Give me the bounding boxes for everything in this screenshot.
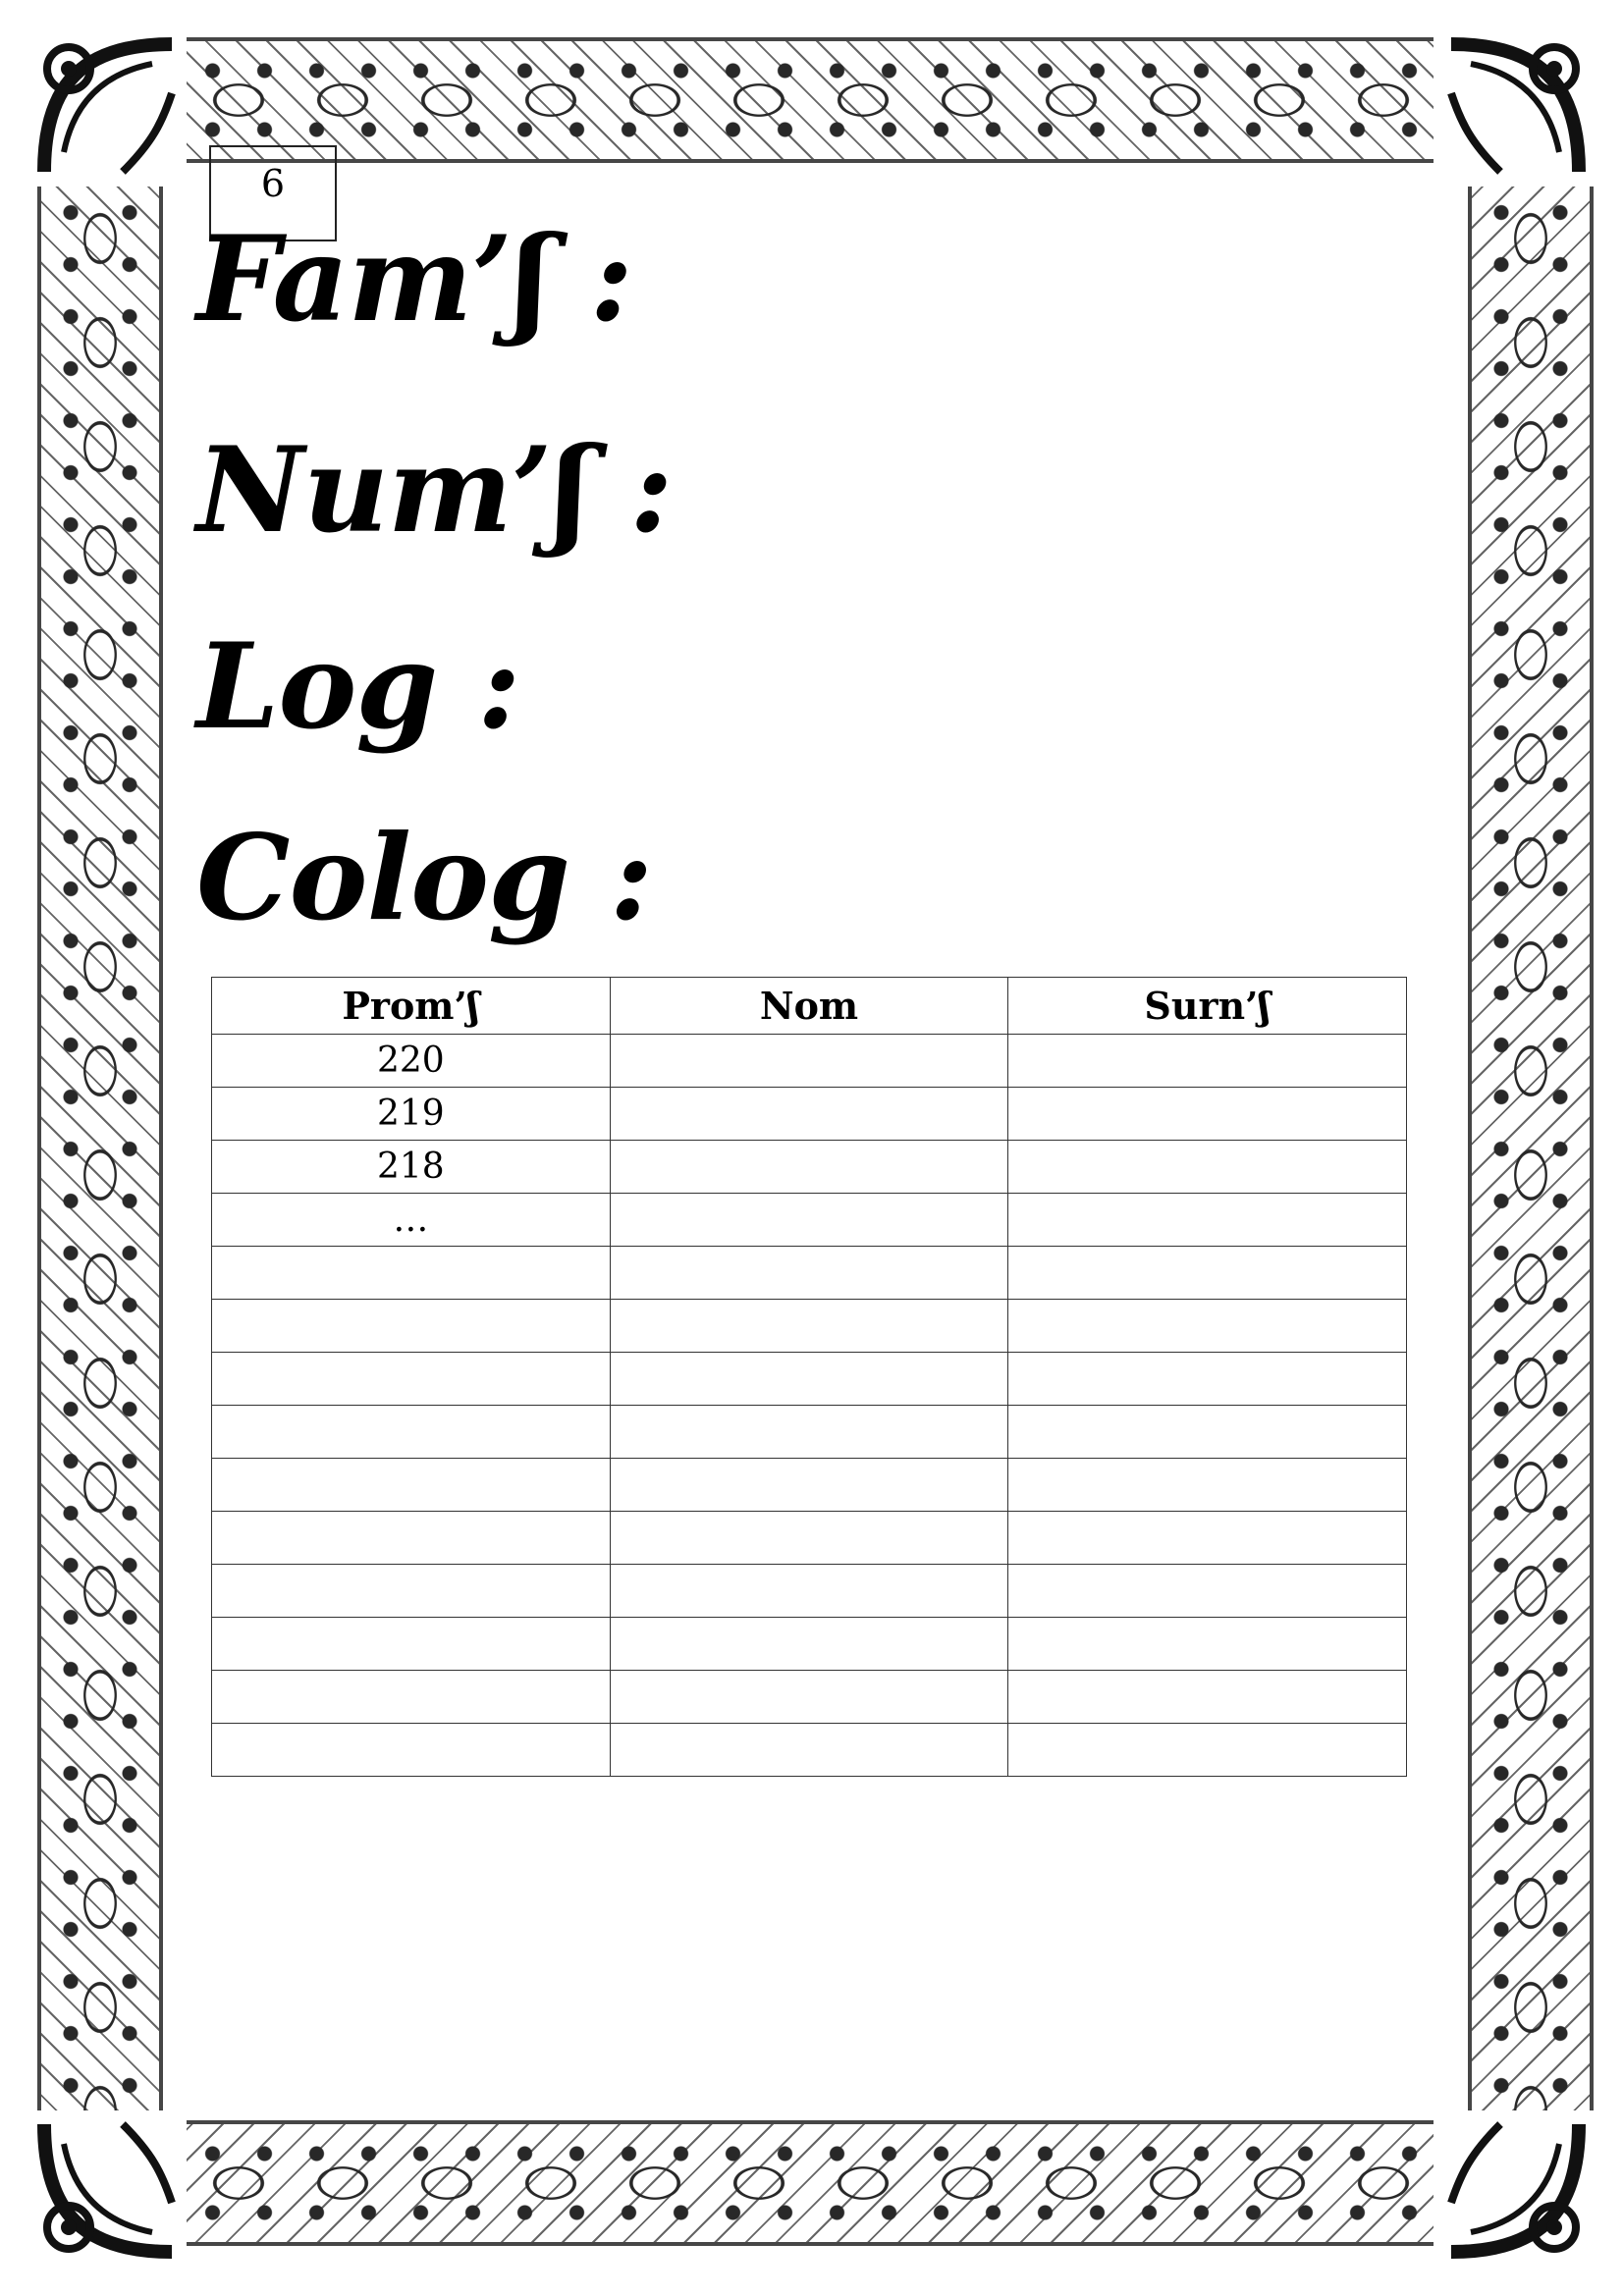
table-row	[211, 1617, 1407, 1671]
cell-proms: …	[211, 1193, 611, 1247]
cell-proms: 218	[211, 1140, 611, 1194]
ornamental-border-top-icon	[187, 37, 1434, 163]
column-header-nom: Nom	[609, 977, 1009, 1035]
cell-proms	[211, 1299, 611, 1353]
cell-nom	[609, 1087, 1009, 1141]
cell-nom	[609, 1299, 1009, 1353]
ornamental-border-right-icon	[1468, 187, 1594, 2110]
cell-nom	[609, 1405, 1009, 1459]
cell-surns	[1007, 1352, 1407, 1406]
table-row	[211, 1405, 1407, 1459]
table-row	[211, 1246, 1407, 1300]
cell-surns	[1007, 1299, 1407, 1353]
table-row	[211, 1670, 1407, 1724]
heading-log: Log :	[196, 617, 520, 756]
table-header-row: Prom’ʃ Nom Surn’ʃ	[211, 977, 1407, 1035]
cell-nom	[609, 1670, 1009, 1724]
table-row: 219	[211, 1087, 1407, 1141]
page-number: 6	[260, 162, 286, 205]
table-row: 220	[211, 1034, 1407, 1088]
cell-nom	[609, 1723, 1009, 1777]
cell-nom	[609, 1193, 1009, 1247]
cell-proms	[211, 1617, 611, 1671]
table-row: …	[211, 1193, 1407, 1247]
cell-nom	[609, 1140, 1009, 1194]
cell-nom	[609, 1564, 1009, 1618]
heading-nums: Num’ʃ :	[196, 421, 673, 560]
cell-surns	[1007, 1246, 1407, 1300]
cell-surns	[1007, 1034, 1407, 1088]
table-row	[211, 1458, 1407, 1512]
table-row	[211, 1352, 1407, 1406]
cell-nom	[609, 1246, 1009, 1300]
heading-fams: Fam’ʃ :	[196, 210, 633, 348]
ornamental-border-bottom-icon	[187, 2120, 1434, 2246]
column-header-surns: Surn’ʃ	[1007, 977, 1407, 1035]
cell-surns	[1007, 1670, 1407, 1724]
table-row: 218	[211, 1140, 1407, 1194]
cell-surns	[1007, 1564, 1407, 1618]
cell-proms	[211, 1670, 611, 1724]
heading-colog: Colog :	[196, 809, 653, 947]
cell-surns	[1007, 1193, 1407, 1247]
table-row	[211, 1564, 1407, 1618]
cell-surns	[1007, 1511, 1407, 1565]
cell-surns	[1007, 1405, 1407, 1459]
cell-proms	[211, 1352, 611, 1406]
cell-proms	[211, 1246, 611, 1300]
page-number-box: 6	[209, 145, 337, 241]
cell-surns	[1007, 1458, 1407, 1512]
cell-nom	[609, 1034, 1009, 1088]
corner-flourish-icon	[37, 2121, 176, 2259]
ornamental-border-left-icon	[37, 187, 163, 2110]
column-header-proms: Prom’ʃ	[211, 977, 611, 1035]
table-row	[211, 1723, 1407, 1777]
corner-flourish-icon	[37, 37, 176, 175]
cell-nom	[609, 1458, 1009, 1512]
table-row	[211, 1299, 1407, 1353]
cell-nom	[609, 1352, 1009, 1406]
corner-flourish-icon	[1447, 37, 1586, 175]
cell-surns	[1007, 1617, 1407, 1671]
cell-proms	[211, 1458, 611, 1512]
table-row	[211, 1511, 1407, 1565]
cell-nom	[609, 1617, 1009, 1671]
cell-proms: 219	[211, 1087, 611, 1141]
cell-proms	[211, 1564, 611, 1618]
cell-surns	[1007, 1140, 1407, 1194]
cell-proms	[211, 1723, 611, 1777]
cell-proms: 220	[211, 1034, 611, 1088]
cell-surns	[1007, 1723, 1407, 1777]
cell-proms	[211, 1511, 611, 1565]
cell-surns	[1007, 1087, 1407, 1141]
cell-proms	[211, 1405, 611, 1459]
cell-nom	[609, 1511, 1009, 1565]
corner-flourish-icon	[1447, 2121, 1586, 2259]
